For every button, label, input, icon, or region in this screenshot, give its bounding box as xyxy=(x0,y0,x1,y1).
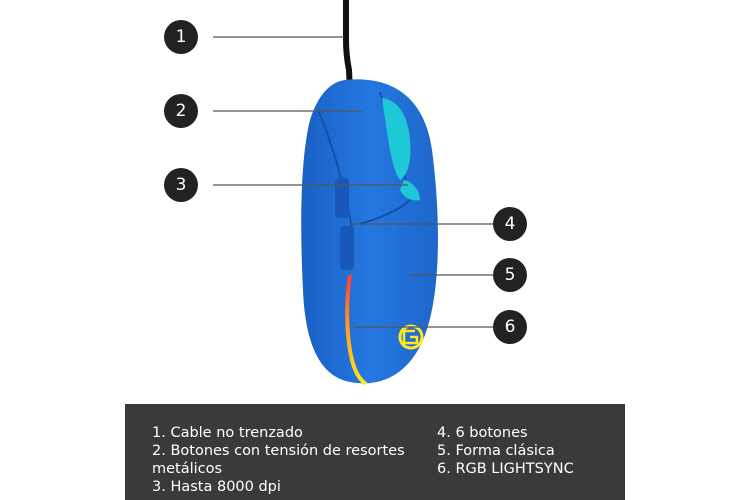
callout-2: 2 xyxy=(164,94,198,128)
legend-column-right: 4. 6 botones 5. Forma clásica 6. RGB LIG… xyxy=(437,424,617,478)
callout-6: 6 xyxy=(493,310,527,344)
rgb-lightsync-strip xyxy=(345,274,368,386)
mouse-cable xyxy=(343,0,353,93)
legend-item-5: 5. Forma clásica xyxy=(437,443,555,459)
callout-4: 4 xyxy=(493,207,527,241)
legend-column-left: 1. Cable no trenzado 2. Botones con tens… xyxy=(152,424,422,496)
callout-1: 1 xyxy=(164,20,198,54)
left-button-seam xyxy=(317,109,353,229)
legend-item-3: 3. Hasta 8000 dpi xyxy=(152,479,281,495)
callout-5: 5 xyxy=(493,258,527,292)
legend-item-6: 6. RGB LIGHTSYNC xyxy=(437,461,574,477)
legend-item-1: 1. Cable no trenzado xyxy=(152,425,303,441)
callout-3: 3 xyxy=(164,168,198,202)
legend-item-4: 4. 6 botones xyxy=(437,425,528,441)
feature-legend: 1. Cable no trenzado 2. Botones con tens… xyxy=(125,404,625,500)
side-button-back xyxy=(340,226,354,270)
side-button-front xyxy=(335,178,349,218)
legend-item-2: 2. Botones con tensión de resortes metál… xyxy=(152,443,405,477)
logitech-g-logo-icon xyxy=(398,324,424,350)
scroll-wheel xyxy=(382,98,411,180)
